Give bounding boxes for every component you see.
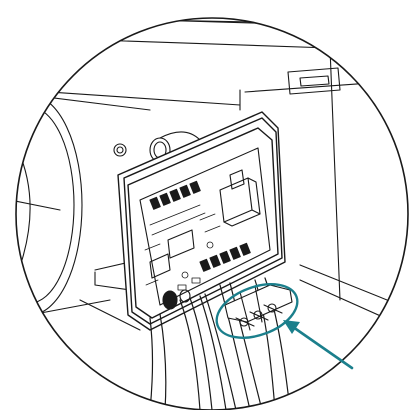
- terminal-block-top: [149, 180, 201, 210]
- terminal-block-bottom: [199, 242, 251, 272]
- cable-gland-lower: [162, 289, 191, 310]
- pcb-components: [144, 204, 221, 291]
- ic-chip: [149, 229, 195, 279]
- cable-clamp-screws: [224, 284, 293, 331]
- callout-arrow: [283, 320, 354, 370]
- mounting-tab: [287, 67, 341, 95]
- relay-component: [219, 177, 261, 227]
- capacitor-component: [229, 169, 245, 190]
- callout-highlight-ellipse: [215, 283, 299, 339]
- housing-screw: [113, 143, 127, 157]
- pcb-board: [139, 147, 271, 306]
